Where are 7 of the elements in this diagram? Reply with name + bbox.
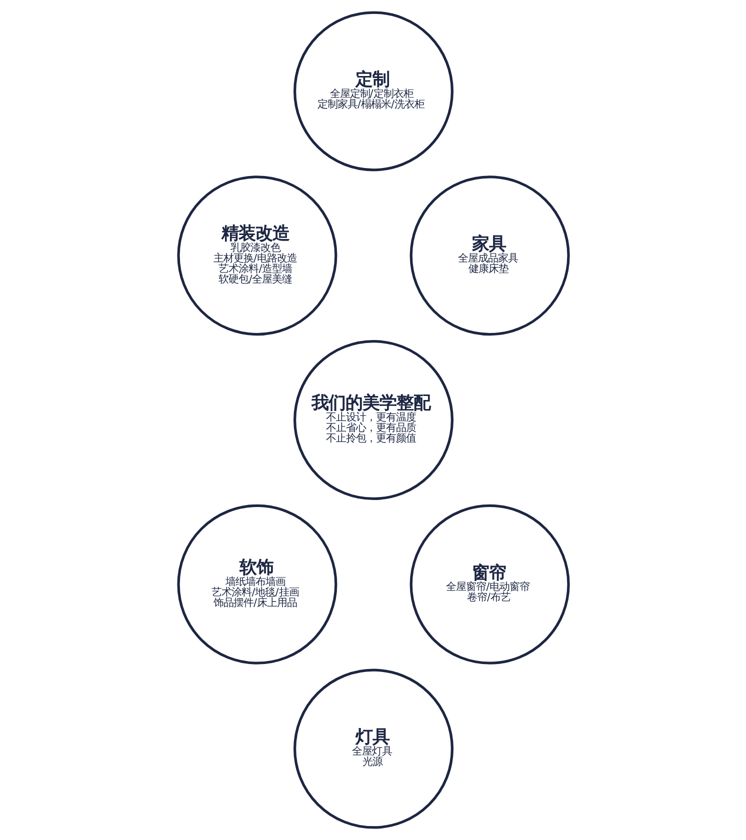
node-circle: 家具 全屋成品家具 健康床垫 — [409, 176, 570, 336]
node-circle: 软饰 墙纸墙布墙画 艺术涂料/地毯/挂画 饰品摆件/床上用品 — [176, 504, 337, 664]
node-circle: 定制 全屋定制/定制衣柜 定制家具/榻榻米/洗衣柜 — [292, 11, 454, 172]
node-circle: 精装改造 乳胶漆改色 主材更换/电路改造 艺术涂料/造型墙 软硬包/全屋美缝 — [176, 176, 337, 336]
node-circle: 窗帘 全屋窗帘/电动窗帘 卷帘/布艺 — [409, 504, 570, 664]
node-circle: 灯具 全屋灯具 光源 — [292, 668, 454, 829]
node-circle: 我们的美学整配 不止设计，更有温度 不止省心，更有品质 不止拎包，更有颜值 — [292, 340, 454, 500]
